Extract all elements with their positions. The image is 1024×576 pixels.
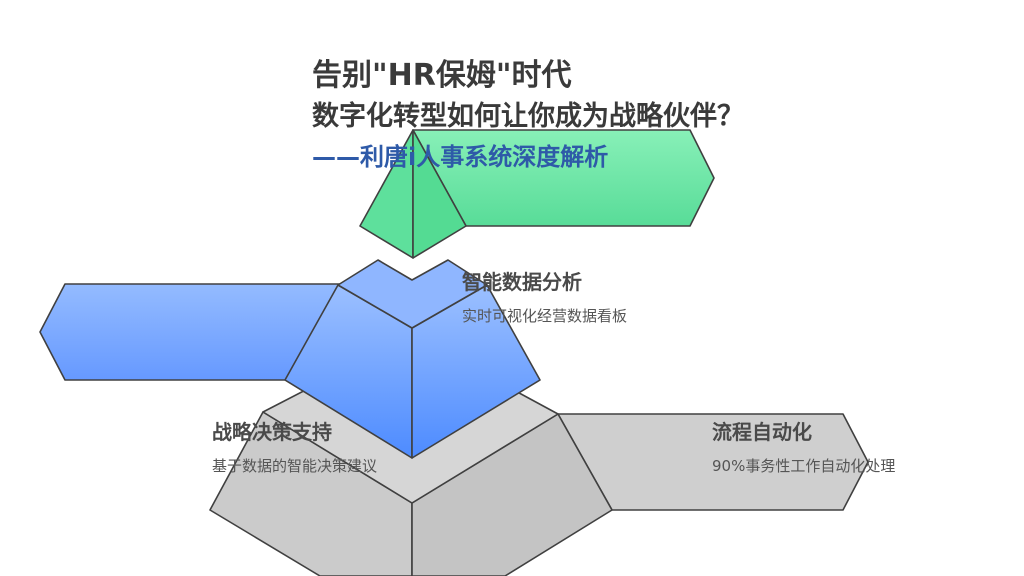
block-blue-top	[337, 259, 488, 329]
label-title: 流程自动化	[712, 420, 812, 444]
band-blue	[39, 283, 341, 381]
label-desc: 基于数据的智能决策建议	[212, 457, 378, 475]
page-title: 告别"HR保姆"时代	[312, 58, 572, 93]
label-data-analysis: 智能数据分析 实时可视化经营数据看板	[462, 266, 627, 326]
label-process-automation: 流程自动化 90%事务性工作自动化处理	[712, 416, 895, 476]
tier-strategy-support	[39, 259, 541, 459]
tier-data-analysis	[359, 129, 715, 259]
label-title: 战略决策支持	[212, 420, 332, 444]
page-subtitle: 数字化转型如何让你成为战略伙伴？	[312, 101, 744, 132]
label-desc: 90%事务性工作自动化处理	[712, 457, 896, 475]
block-green-right	[412, 129, 467, 259]
page-byline: ——利唐i人事系统深度解析	[312, 143, 609, 171]
label-desc: 实时可视化经营数据看板	[462, 307, 628, 325]
label-title: 智能数据分析	[462, 270, 582, 294]
label-strategy-support: 战略决策支持 基于数据的智能决策建议	[212, 416, 377, 476]
